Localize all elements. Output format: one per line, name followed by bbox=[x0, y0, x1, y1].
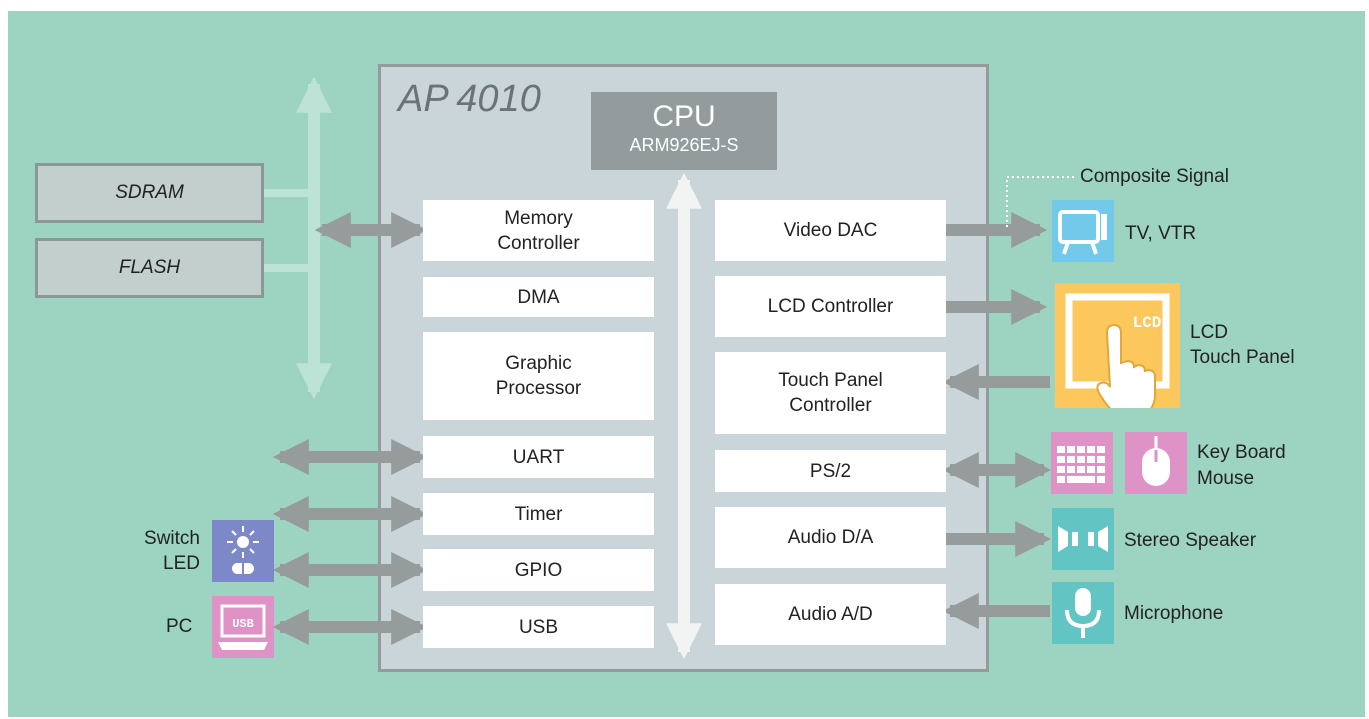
tv-icon bbox=[1052, 200, 1114, 262]
stereo-speaker-label: Stereo Speaker bbox=[1124, 530, 1257, 551]
memory-controller-block: Memory Controller bbox=[423, 200, 654, 261]
switch-led-label: Switch LED bbox=[144, 528, 200, 574]
usb-block: USB bbox=[423, 606, 654, 648]
uart-block: UART bbox=[423, 436, 654, 478]
composite-signal-label: Composite Signal bbox=[1080, 166, 1229, 187]
switch-led-icon bbox=[212, 520, 274, 582]
mouse-icon bbox=[1125, 432, 1187, 494]
timer-block: Timer bbox=[423, 493, 654, 535]
graphic-processor-block: Graphic Processor bbox=[423, 332, 654, 420]
lcd-touch-panel-label: LCD Touch Panel bbox=[1190, 322, 1295, 368]
touch-panel-controller-block: Touch Panel Controller bbox=[715, 352, 946, 434]
ps2-block: PS/2 bbox=[715, 450, 946, 492]
sdram-block: SDRAM bbox=[35, 163, 264, 223]
cpu-subtitle: ARM926EJ-S bbox=[629, 135, 739, 155]
lcd-touch-panel-icon: LCD bbox=[1055, 283, 1180, 408]
cpu-title: CPU bbox=[652, 100, 716, 133]
sdram-label: SDRAM bbox=[115, 182, 184, 203]
keyboard-mouse-label: Key Board Mouse bbox=[1197, 442, 1286, 489]
video-dac-block: Video DAC bbox=[715, 200, 946, 261]
keyboard-icon bbox=[1051, 432, 1113, 494]
flash-label: FLASH bbox=[118, 257, 181, 278]
usb-icon-text: USB bbox=[232, 617, 254, 631]
speaker-icon bbox=[1052, 508, 1114, 570]
chip-title: AP 4010 bbox=[398, 78, 541, 120]
dma-block: DMA bbox=[423, 277, 654, 317]
cpu-block: CPU ARM926EJ-S bbox=[591, 92, 777, 170]
audio-ad-block: Audio A/D bbox=[715, 584, 946, 645]
lcd-controller-block: LCD Controller bbox=[715, 276, 946, 337]
gpio-block: GPIO bbox=[423, 549, 654, 591]
lcd-icon-text: LCD bbox=[1133, 314, 1162, 332]
pc-label: PC bbox=[166, 616, 193, 637]
pc-usb-icon: USB bbox=[212, 596, 274, 658]
microphone-label: Microphone bbox=[1124, 603, 1224, 624]
audio-da-block: Audio D/A bbox=[715, 507, 946, 568]
flash-block: FLASH bbox=[35, 238, 264, 298]
microphone-icon bbox=[1052, 582, 1114, 644]
tv-vtr-label: TV, VTR bbox=[1125, 223, 1197, 244]
